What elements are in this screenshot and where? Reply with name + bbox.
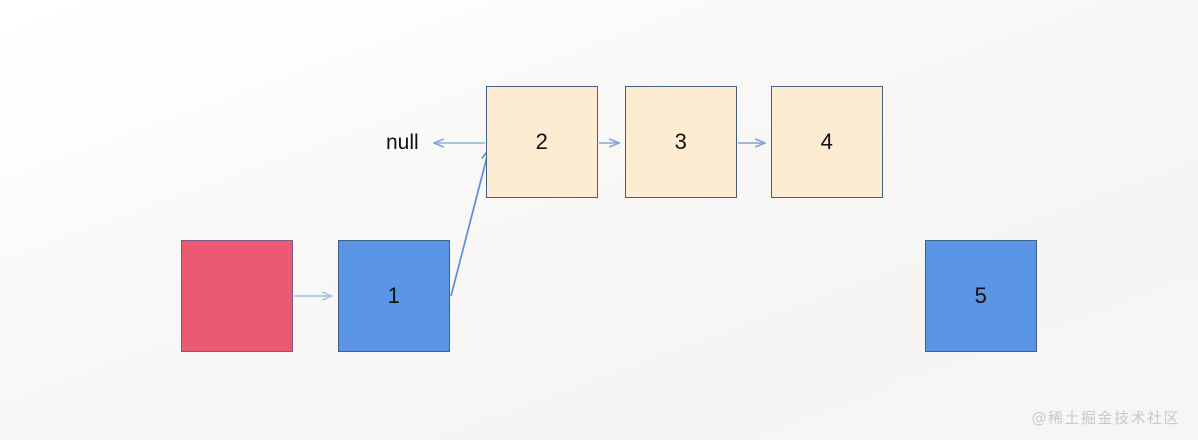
edge-node1-to-node2 (450, 149, 489, 297)
node-label: 3 (674, 129, 688, 154)
node-5[interactable]: 5 (925, 240, 1037, 352)
node-head-sentinel[interactable] (181, 240, 293, 352)
node-1[interactable]: 1 (338, 240, 450, 352)
node-label: 4 (820, 129, 834, 154)
node-2[interactable]: 2 (486, 86, 598, 198)
watermark: @稀土掘金技术社区 (1031, 409, 1180, 427)
node-label: 5 (974, 283, 988, 308)
null-label: null (386, 131, 419, 154)
node-3[interactable]: 3 (625, 86, 737, 198)
node-label: 2 (535, 129, 549, 154)
node-label: 1 (387, 283, 401, 308)
node-4[interactable]: 4 (771, 86, 883, 198)
